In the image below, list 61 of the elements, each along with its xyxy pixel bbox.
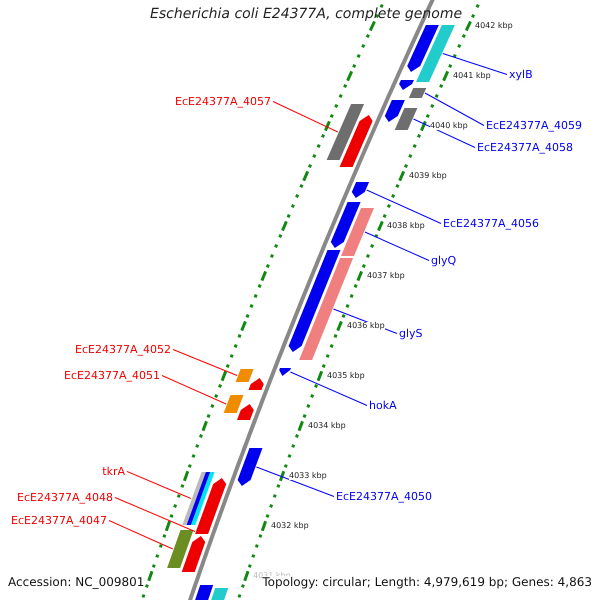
gene-feature (352, 182, 370, 198)
gene-label: EcE24377A_4051 (64, 370, 160, 381)
leader-line (442, 53, 508, 75)
gene-label: EcE24377A_4048 (17, 492, 113, 503)
gene-feature (340, 115, 373, 167)
gene-feature (238, 448, 262, 486)
gene-feature (394, 108, 418, 130)
leader-line (413, 118, 476, 148)
gene-label: hokA (369, 400, 397, 411)
gene-feature (167, 530, 194, 568)
gene-label: xylB (509, 69, 533, 80)
gene-label: EcE24377A_4059 (486, 120, 582, 131)
scale-label: 4032 kbp (271, 522, 309, 530)
gene-feature (196, 478, 226, 530)
gene-label: glyQ (431, 255, 456, 266)
gene-feature (384, 100, 405, 122)
gene-label: EcE24377A_4057 (175, 96, 271, 107)
map-title: Escherichia coli E24377A, complete genome (149, 5, 464, 23)
leader-line (126, 471, 192, 499)
leader-line (366, 190, 442, 224)
gene-label: glyS (399, 328, 423, 339)
gene-feature (182, 536, 206, 572)
gene-feature (408, 88, 426, 98)
gene-feature (248, 378, 264, 390)
scale-label: 4042 kbp (475, 22, 513, 30)
gene-feature (236, 369, 254, 382)
scale-label: 4037 kbp (367, 272, 405, 280)
leader-line (108, 520, 174, 550)
leader-line (114, 497, 196, 532)
leader-line (290, 372, 368, 406)
gene-feature (182, 472, 215, 525)
gene-label: EcE24377A_4056 (443, 218, 539, 229)
leader-line (272, 101, 338, 132)
accession-text: Accession: NC_009801 (8, 576, 144, 588)
leader-line (364, 232, 430, 261)
gene-feature (330, 202, 361, 248)
gene-feature (341, 208, 374, 256)
gene-feature (224, 395, 244, 413)
gene-feature (407, 25, 439, 72)
scale-label: 4035 kbp (327, 372, 365, 380)
leader-line (256, 466, 334, 497)
scale-label: 4039 kbp (409, 172, 447, 180)
leader-line (172, 349, 238, 376)
scale-label: 4040 kbp (430, 122, 468, 130)
scale-label: 4033 kbp (289, 472, 327, 480)
leader-line (424, 92, 484, 126)
gene-label: tkrA (102, 466, 125, 477)
scale-label: 4038 kbp (387, 222, 425, 230)
gene-label: EcE24377A_4058 (477, 142, 573, 153)
gene-feature (279, 368, 291, 376)
gene-feature (288, 250, 340, 352)
gene-feature (326, 104, 364, 160)
scale-label: 4034 kbp (308, 422, 346, 430)
gene-feature (237, 404, 254, 420)
gene-label: EcE24377A_4047 (11, 515, 107, 526)
scale-label: 4041 kbp (453, 72, 491, 80)
scale-label: 4036 kbp (347, 322, 385, 330)
gene-feature (416, 25, 455, 82)
gene-label: EcE24377A_4050 (336, 491, 432, 502)
gene-label: EcE24377A_4052 (75, 344, 171, 355)
gene-feature (399, 80, 414, 90)
